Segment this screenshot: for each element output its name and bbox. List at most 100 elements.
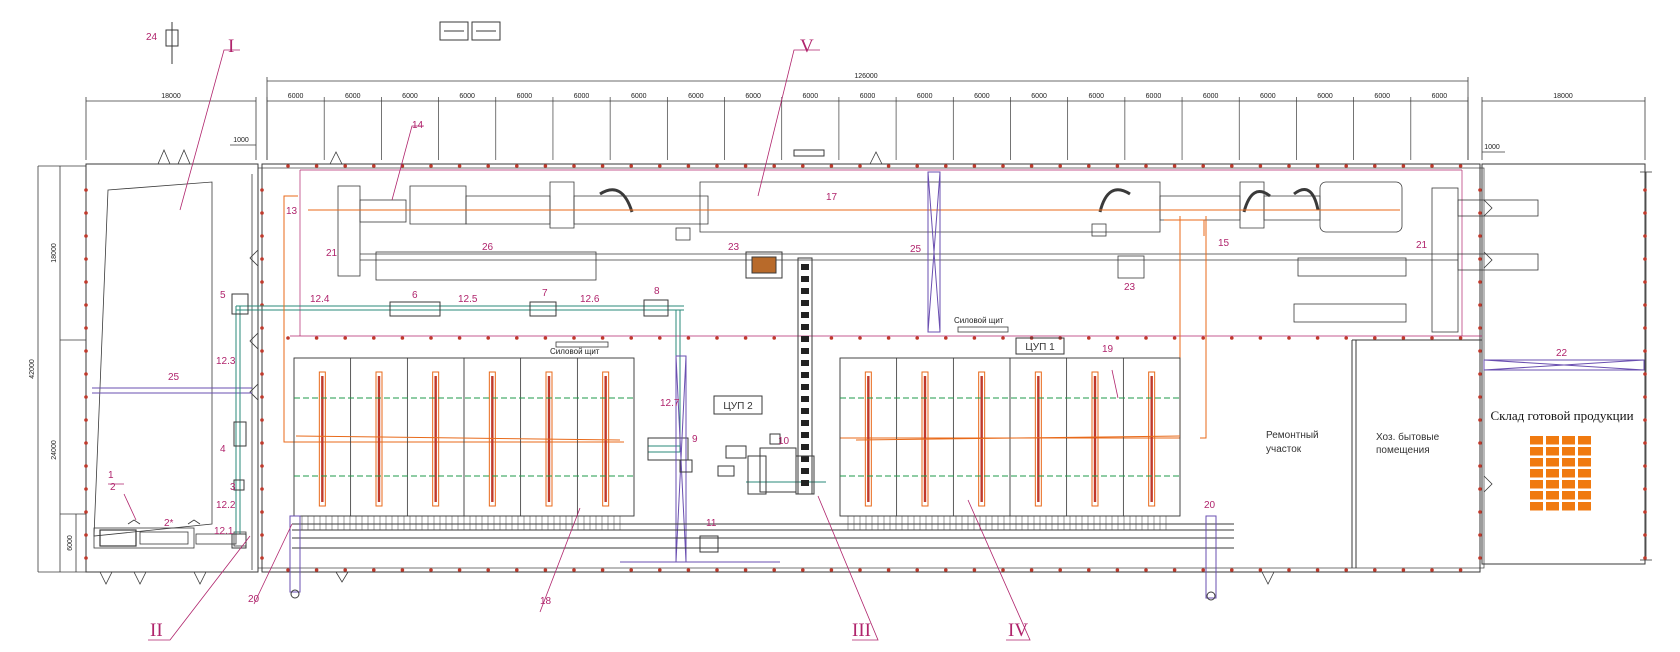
column-dot [260, 441, 264, 445]
conveyor-segment [801, 324, 809, 330]
column-dot [1115, 336, 1120, 340]
bay-dim-label: 6000 [631, 93, 647, 100]
column-dot [1001, 568, 1005, 572]
column-dot [1001, 336, 1005, 340]
column-dot [314, 336, 319, 340]
warehouse-pallet [1578, 436, 1591, 445]
conveyor-segment [801, 348, 809, 354]
column-dot [84, 188, 88, 192]
column-dot [1230, 164, 1234, 168]
label-4: 4 [220, 444, 226, 455]
warehouse-pallet [1530, 491, 1543, 500]
warehouse-pallet [1578, 447, 1591, 456]
label-8: 8 [654, 286, 660, 297]
column-dot [1087, 336, 1091, 340]
label-10: 10 [778, 436, 790, 447]
cup-2-label: ЦУП 2 [723, 401, 753, 412]
warehouse-pallet [1546, 469, 1559, 478]
column-dot [972, 164, 977, 168]
column-dot [915, 568, 919, 572]
bay-dim-label: 6000 [288, 93, 304, 100]
column-dot [1643, 326, 1647, 330]
switchboard-a-symbol [555, 341, 609, 348]
column-dot [1401, 568, 1406, 572]
column-dot [400, 336, 405, 340]
furnace-heater [488, 371, 496, 507]
column-dot [1373, 336, 1377, 340]
warehouse-pallet [1546, 502, 1559, 511]
column-dot [686, 336, 691, 340]
furnace-rails [292, 397, 1234, 549]
furnace-element [321, 376, 324, 502]
column-dot [715, 336, 719, 340]
column-dot [1478, 326, 1482, 330]
label-20-right: 20 [1204, 500, 1216, 511]
column-dot [84, 211, 88, 215]
column-dot [260, 349, 264, 353]
column-dot [1029, 164, 1034, 168]
label-12-6: 12.6 [580, 294, 600, 305]
column-dot [1643, 257, 1647, 261]
trolley-20-right [1205, 515, 1217, 601]
column-dot [1144, 164, 1148, 168]
label-5: 5 [220, 290, 226, 301]
column-dot [1287, 164, 1291, 168]
column-dot [486, 568, 491, 572]
column-dot [1172, 336, 1177, 340]
column-dot [260, 464, 264, 468]
column-dot [84, 372, 88, 376]
column-dot [886, 164, 891, 168]
label-24: 24 [146, 32, 158, 43]
column-dot [84, 395, 88, 399]
column-dot [1643, 533, 1647, 537]
furnace-heater [432, 371, 440, 507]
column-dot [772, 164, 776, 168]
column-dot [1172, 568, 1177, 572]
column-dot [286, 164, 290, 168]
section-iv-label: IV [1008, 620, 1028, 641]
warehouse-pallet [1546, 491, 1559, 500]
warehouse-pallet [1578, 469, 1591, 478]
column-dot [743, 164, 748, 168]
column-dot [1344, 336, 1348, 340]
label-26: 26 [482, 242, 494, 253]
column-dot [1430, 336, 1434, 340]
furnace-heater [864, 371, 872, 507]
bay-dim-label: 6000 [1088, 93, 1104, 100]
column-dot [1144, 568, 1148, 572]
column-dot [1643, 303, 1647, 307]
section-ii-label: II [150, 620, 163, 641]
column-dot [260, 372, 264, 376]
section-iii-label: III [852, 620, 871, 641]
furnace-element [434, 376, 437, 502]
column-dot [1643, 441, 1647, 445]
warehouse-pallet [1562, 491, 1575, 500]
warehouse-pallets [1530, 436, 1591, 511]
conveyor-segment [801, 396, 809, 402]
furnace-cell [576, 357, 635, 517]
repair-room-label-line1: Ремонтный [1266, 430, 1319, 441]
label-12-1: 12.1 [214, 526, 234, 537]
column-dot [457, 336, 462, 340]
column-dot [858, 336, 862, 340]
column-dot [1643, 234, 1647, 238]
column-dot [886, 336, 891, 340]
column-dot [1478, 418, 1482, 422]
column-dot [600, 164, 605, 168]
column-dot [1258, 568, 1263, 572]
conveyor-segment [801, 456, 809, 462]
column-dot [743, 568, 748, 572]
label-3: 3 [230, 482, 236, 493]
column-dot [1478, 280, 1482, 284]
warehouse-pallet [1578, 458, 1591, 467]
warehouse-pallet [1578, 491, 1591, 500]
column-dot [1643, 372, 1647, 376]
conveyor-segment [801, 288, 809, 294]
column-dot [829, 568, 834, 572]
section-i-label: I [228, 36, 234, 57]
label-12-7: 12.7 [660, 398, 680, 409]
column-dot [1643, 211, 1647, 215]
label-17: 17 [826, 192, 838, 203]
label-12-5: 12.5 [458, 294, 478, 305]
